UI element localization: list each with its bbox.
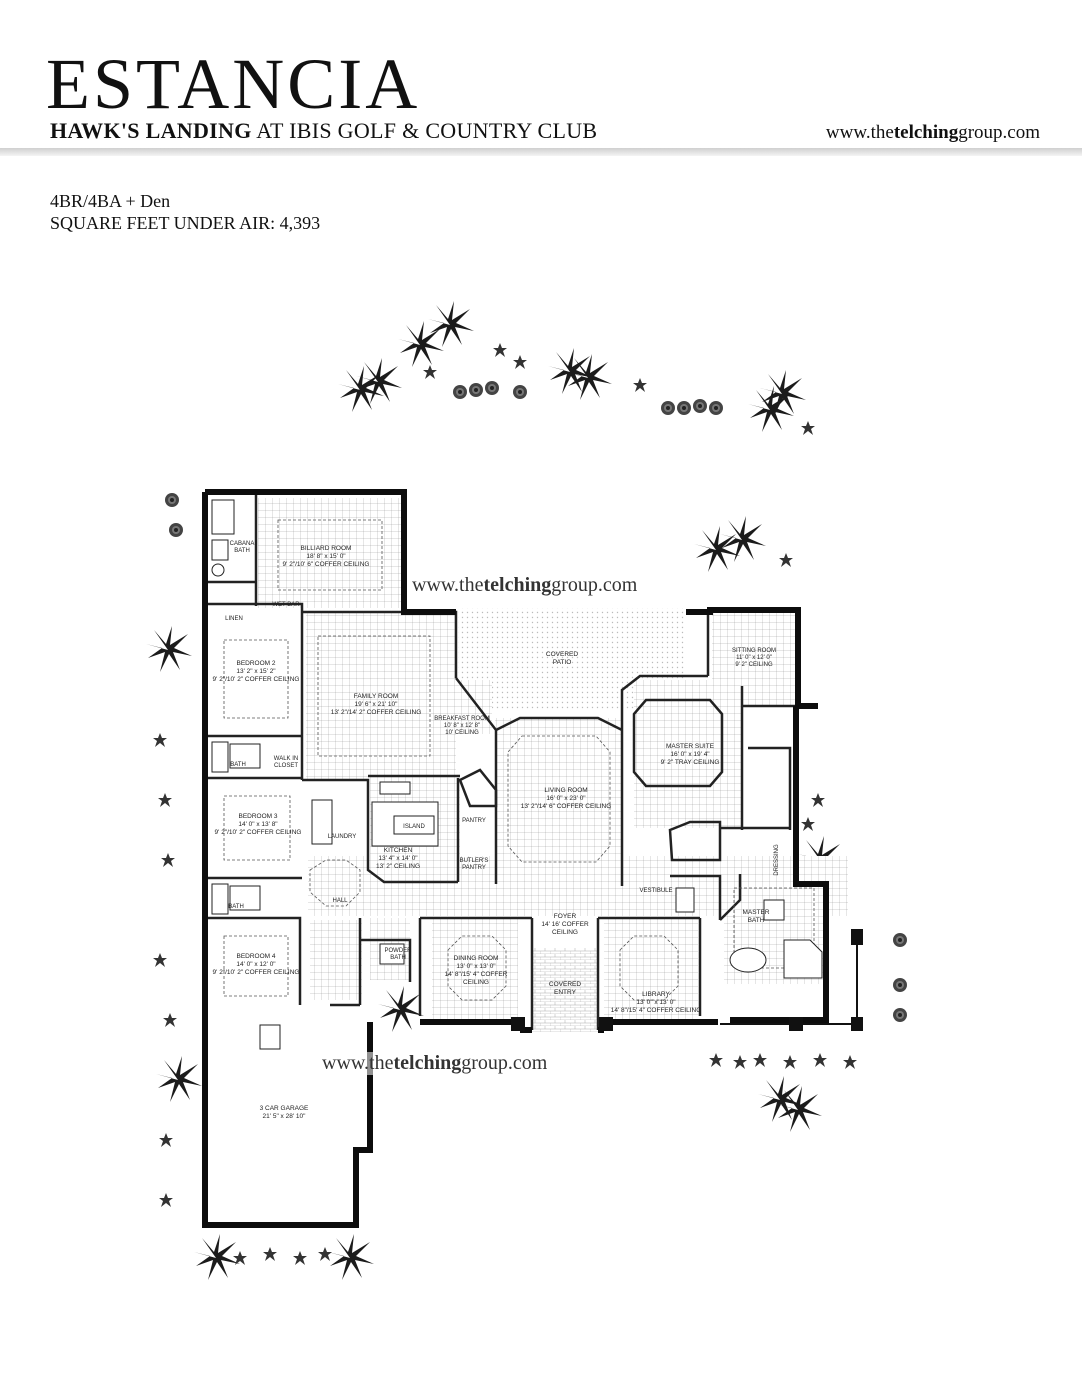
- header: ESTANCIA HAWK'S LANDING AT IBIS GOLF & C…: [0, 0, 1082, 160]
- community-name: HAWK'S LANDING: [50, 118, 252, 143]
- page-title: ESTANCIA: [46, 44, 421, 124]
- watermark-bottom: www.thetelchinggroup.com: [318, 1052, 552, 1075]
- club-name: AT IBIS GOLF & COUNTRY CLUB: [251, 118, 598, 143]
- page-subtitle: HAWK'S LANDING AT IBIS GOLF & COUNTRY CL…: [50, 118, 597, 144]
- svg-text:VESTIBULE: VESTIBULE: [639, 888, 672, 894]
- square-footage: SQUARE FEET UNDER AIR: 4,393: [50, 213, 321, 233]
- svg-text:BATH: BATH: [228, 904, 244, 910]
- specs: 4BR/4BA + Den SQUARE FEET UNDER AIR: 4,3…: [50, 190, 320, 234]
- svg-text:LINEN: LINEN: [225, 616, 243, 622]
- watermark-top: www.thetelchinggroup.com: [408, 574, 642, 597]
- header-divider: [0, 148, 1082, 156]
- svg-text:DRESSING: DRESSING: [774, 844, 780, 876]
- svg-text:BATH: BATH: [230, 762, 246, 768]
- lanai-columns: [511, 929, 863, 1031]
- interior-walls: [208, 494, 798, 1030]
- website-link[interactable]: www.thetelchinggroup.com: [825, 122, 1040, 143]
- svg-text:BEDROOM 414' 0" x 12' 0"9' 2"/: BEDROOM 414' 0" x 12' 0"9' 2"/10' 2" COF…: [213, 953, 300, 976]
- svg-text:PANTRY: PANTRY: [462, 818, 486, 824]
- svg-text:ISLAND: ISLAND: [403, 824, 425, 830]
- svg-text:LAUNDRY: LAUNDRY: [328, 834, 357, 840]
- svg-text:BEDROOM 314' 0" x 13' 8"9' 2"/: BEDROOM 314' 0" x 13' 8"9' 2"/10' 2" COF…: [215, 813, 302, 836]
- svg-text:HALL: HALL: [332, 898, 348, 904]
- svg-text:BEDROOM 213' 2" x 15' 2"9' 2"/: BEDROOM 213' 2" x 15' 2"9' 2"/10' 2" COF…: [213, 660, 300, 683]
- fixtures: [211, 499, 823, 1050]
- svg-text:WET BAR: WET BAR: [272, 602, 300, 608]
- bed-bath-count: 4BR/4BA + Den: [50, 191, 171, 211]
